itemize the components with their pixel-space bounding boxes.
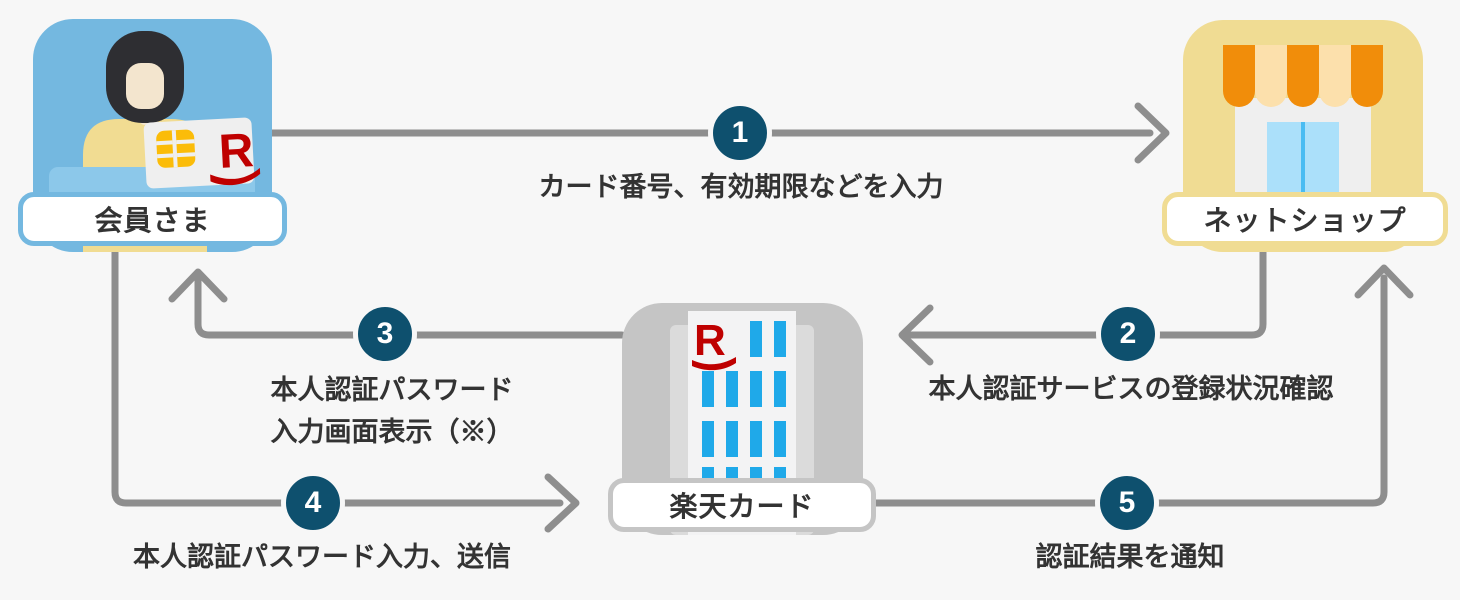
step-5-number: 5 (1118, 486, 1136, 519)
step-5-badge: 5 (1095, 471, 1159, 535)
step-5-label: 認証結果を通知 (1035, 542, 1225, 572)
member-label-pill: 会員さま (18, 192, 287, 246)
rakuten-r-logo: R (694, 316, 726, 365)
credit-card-icon: R (143, 117, 261, 189)
svg-text:R: R (218, 124, 255, 179)
rakuten-card-label-pill: 楽天カード (608, 478, 876, 532)
arrow-step-3 (168, 268, 626, 339)
arrow-step-4 (111, 246, 580, 533)
arrow-step-2 (898, 246, 1267, 366)
step-4-badge: 4 (281, 471, 345, 535)
step-3-label: 本人認証パスワード 入力画面表示（※） (271, 369, 514, 453)
step-2-number: 2 (1119, 317, 1137, 350)
member-label: 会員さま (94, 205, 211, 236)
shop-label: ネットショップ (1203, 205, 1407, 236)
step-4-label: 本人認証パスワード入力、送信 (133, 542, 511, 572)
step-1-label: カード番号、有効期限などを入力 (538, 172, 944, 202)
step-3-badge: 3 (353, 302, 417, 366)
step-4-number: 4 (304, 486, 322, 519)
rakuten-card-label: 楽天カード (669, 491, 815, 522)
shop-label-pill: ネットショップ (1162, 192, 1448, 246)
step-3-number: 3 (376, 317, 394, 350)
step-2-badge: 2 (1096, 302, 1160, 366)
step-3-label-line-1: 本人認証パスワード (270, 375, 514, 405)
step-1-badge: 1 (708, 101, 772, 165)
step-1-number: 1 (731, 116, 749, 149)
shop-icon (1223, 45, 1383, 195)
member-icon: R (49, 31, 261, 252)
step-3-label-line-2: 入力画面表示（※） (270, 417, 514, 447)
step-2-label: 本人認証サービスの登録状況確認 (928, 374, 1334, 404)
arrow-step-5 (871, 264, 1414, 507)
